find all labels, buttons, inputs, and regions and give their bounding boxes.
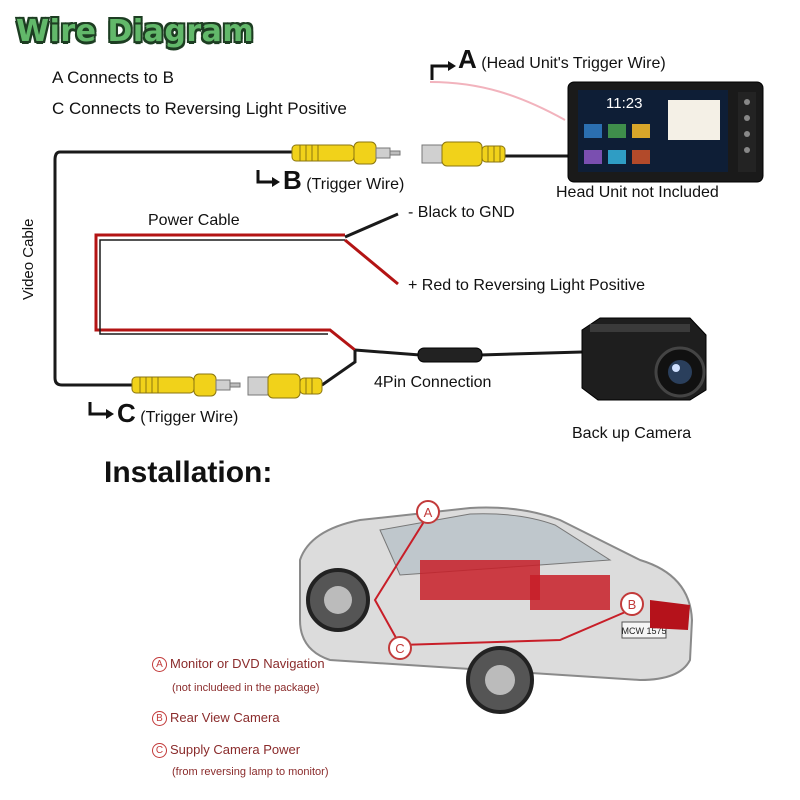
label-c-text: (Trigger Wire) — [140, 409, 239, 426]
label-c-letter: C — [117, 398, 136, 428]
legend-a-sub: (not includeed in the package) — [172, 682, 320, 694]
label-a-letter: A — [458, 44, 477, 74]
rca-connector-b-male — [291, 141, 401, 165]
gnd-branch — [344, 212, 399, 239]
arrow-c-icon — [88, 402, 110, 416]
car-marker-c: C — [395, 641, 404, 656]
rca-connector-c-male — [131, 373, 241, 397]
camera-label: Back up Camera — [572, 425, 692, 442]
label-b: B (Trigger Wire) — [283, 165, 404, 196]
legend-c-sub: (from reversing lamp to monitor) — [172, 766, 329, 778]
car-marker-a: A — [424, 505, 433, 520]
rca-connector-c-female — [247, 373, 323, 399]
arrow-a-icon — [430, 64, 452, 80]
license-plate: MCW 1575 — [621, 626, 666, 636]
label-a: A (Head Unit's Trigger Wire) — [458, 44, 666, 75]
power-cable-label: Power Cable — [148, 212, 240, 229]
black-gnd-label: - Black to GND — [408, 204, 515, 221]
note-a-to-b: A Connects to B — [52, 68, 174, 87]
red-positive-label: + Red to Reversing Light Positive — [408, 277, 646, 294]
red-positive-branch — [344, 238, 399, 286]
legend-c-text: Supply Camera Power — [170, 742, 301, 757]
head-unit-time: 11:23 — [606, 95, 643, 112]
label-b-letter: B — [283, 165, 302, 195]
installation-title: Installation: — [104, 456, 273, 489]
four-pin-label: 4Pin Connection — [374, 374, 492, 391]
legend-b-text: Rear View Camera — [170, 710, 280, 725]
note-c-to-reversing: C Connects to Reversing Light Positive — [52, 99, 347, 118]
head-unit — [567, 81, 764, 183]
diagram-title: Wire Diagram — [16, 14, 255, 49]
head-unit-label: Head Unit not Included — [556, 184, 719, 201]
label-c: C (Trigger Wire) — [117, 398, 238, 429]
trigger-wire-a — [429, 81, 566, 121]
power-cable-red — [94, 233, 356, 352]
four-pin-connector — [417, 347, 483, 363]
lower-cable — [321, 350, 357, 387]
four-pin-cable — [354, 348, 583, 357]
backup-camera — [581, 317, 707, 401]
power-cable-black — [99, 239, 345, 335]
legend-a-text: Monitor or DVD Navigation — [170, 656, 325, 671]
car-marker-b: B — [628, 597, 637, 612]
legend-b-badge: B — [152, 711, 167, 727]
wiring-diagram — [53, 61, 764, 419]
arrow-b-icon — [256, 170, 276, 184]
rca-connector-b-female — [421, 141, 506, 167]
label-a-text: (Head Unit's Trigger Wire) — [481, 55, 666, 72]
legend-c-badge: C — [152, 743, 167, 759]
label-b-text: (Trigger Wire) — [306, 176, 405, 193]
video-cable — [53, 150, 292, 387]
legend-a-badge: A — [152, 657, 167, 673]
